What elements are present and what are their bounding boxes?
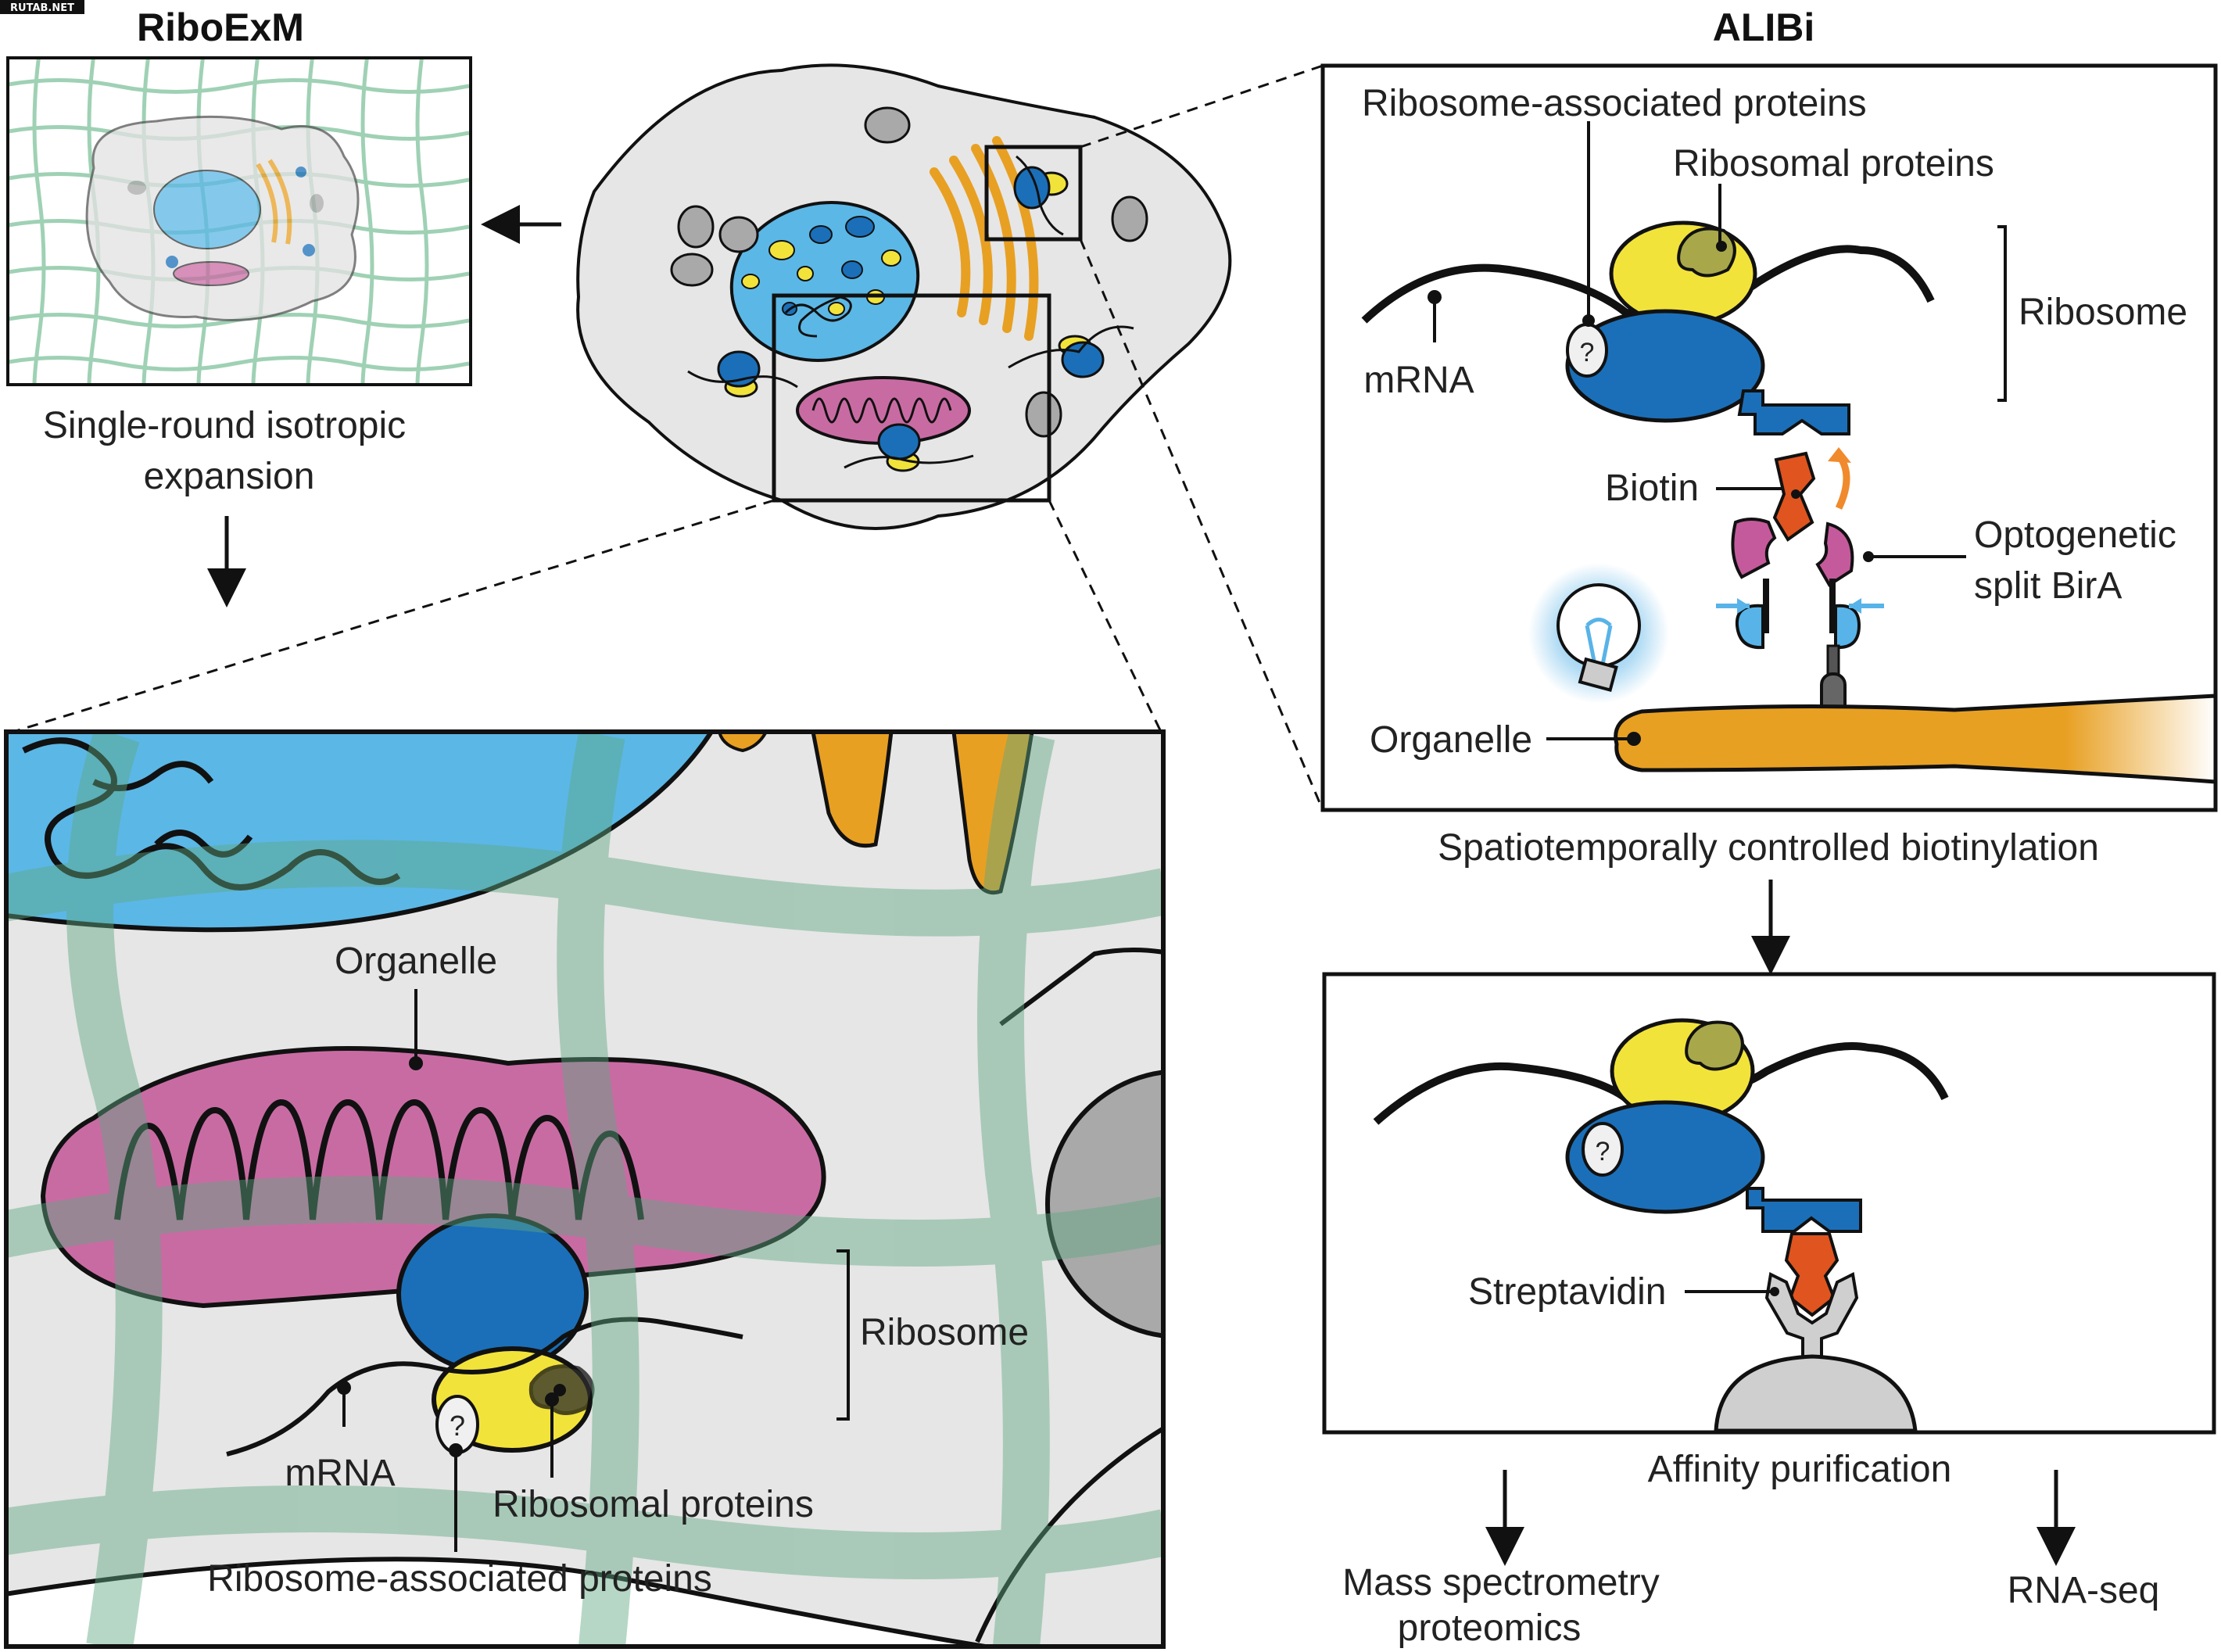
cell-mrna	[687, 155, 1134, 469]
alibi-ribosome-small	[1609, 220, 1757, 327]
split-bira-left	[1731, 518, 1777, 579]
zoom-mitochondrion	[40, 1046, 826, 1309]
zoom-nucleus	[8, 733, 714, 933]
zoom-golgi	[811, 733, 894, 848]
zoom-ribosome-associated-label: Ribosome-associated proteins	[207, 1558, 712, 1600]
affinity-bead	[1714, 1354, 1918, 1433]
ms-label-line1: Mass spectrometry	[1342, 1562, 1659, 1604]
zoom-vesicle	[1045, 1070, 1162, 1338]
bound-biotin	[1784, 1232, 1839, 1317]
ribosome-associated-label: Ribosome-associated proteins	[1362, 83, 1867, 124]
alibi-ribosomal-protein	[1677, 227, 1736, 278]
mrna-label: mRNA	[1363, 360, 1474, 401]
alibi-zoom-box	[984, 145, 1083, 242]
vesicles	[670, 106, 1148, 438]
nucleus-granules	[741, 216, 901, 316]
zoom-mrna-label: mRNA	[285, 1453, 395, 1494]
zoom-organelle-label: Organelle	[335, 941, 497, 982]
svg-text:?: ?	[450, 1410, 465, 1442]
alibi-ribosome-large	[1565, 309, 1765, 423]
watermark: RUTAB.NET	[0, 0, 84, 14]
zoom-hydrogel-mesh	[8, 733, 1162, 1645]
split-bira-right	[1815, 521, 1854, 587]
optogenetic-label-line2: split BirA	[1974, 565, 2122, 607]
expansion-caption-line2: expansion	[144, 456, 315, 497]
zoom-membrane	[8, 1557, 986, 1645]
streptavidin	[1764, 1272, 1859, 1362]
streptavidin-label: Streptavidin	[1468, 1271, 1666, 1313]
alibi-biotin-acceptor	[1737, 389, 1850, 435]
expanded-cell-panel	[6, 56, 561, 386]
light-bulb-icon	[1556, 583, 1641, 668]
cry2-right	[1834, 604, 1861, 650]
optogenetic-label-line1: Optogenetic	[1974, 514, 2176, 556]
organelle-label: Organelle	[1370, 719, 1532, 761]
riboexm-zoom-box	[772, 293, 1051, 503]
biotinylation-caption: Spatiotemporally controlled biotinylatio…	[1438, 827, 2099, 869]
cell-overview	[576, 63, 1232, 530]
svg-text:RUTAB.NET: RUTAB.NET	[10, 2, 74, 14]
zoom-mrna	[226, 1317, 743, 1457]
alibi-organelle	[1614, 693, 2218, 784]
zoom-chromatin	[22, 737, 401, 891]
affinity-caption: Affinity purification	[1648, 1449, 1952, 1490]
ribosome-label: Ribosome	[2019, 292, 2187, 333]
zoom-ribosomal-proteins-label: Ribosomal proteins	[493, 1484, 814, 1525]
chromatin	[784, 296, 852, 338]
expansion-caption-line1: Single-round isotropic	[43, 405, 406, 446]
zoom-ribosome-label: Ribosome	[860, 1312, 1029, 1353]
expanded-cell	[85, 115, 360, 321]
alibi-title: ALIBi	[1713, 5, 1815, 49]
riboexm-title: RiboExM	[137, 5, 304, 49]
cell-ribosomes	[717, 166, 1105, 472]
rnaseq-label: RNA-seq	[2008, 1570, 2160, 1611]
svg-text:?: ?	[1580, 338, 1595, 367]
riboexm-zoom-panel: ? Organelle Ribosome mRNA Ribosomal prot…	[4, 729, 1166, 1649]
biotin-label: Biotin	[1605, 468, 1699, 509]
alibi-biotinylation-panel: ?	[1320, 63, 2218, 812]
alibi-affinity-panel: ? Streptavidin	[1322, 972, 2216, 1435]
zoom-guides	[7, 64, 1324, 811]
svg-text:?: ?	[1596, 1137, 1610, 1166]
ribosomal-proteins-label: Ribosomal proteins	[1673, 143, 1994, 185]
ms-label-line2: proteomics	[1398, 1607, 1582, 1649]
